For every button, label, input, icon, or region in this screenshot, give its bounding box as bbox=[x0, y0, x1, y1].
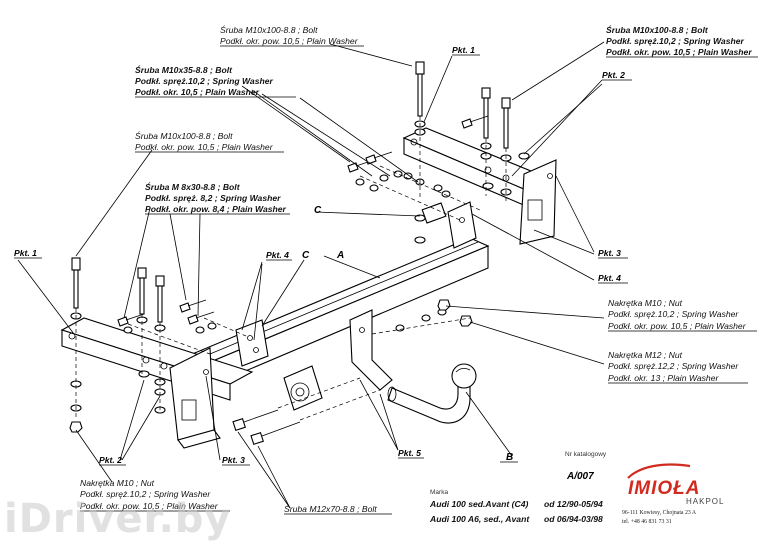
tag-pkt1-left: Pkt. 1 bbox=[14, 248, 37, 258]
vehicle-years: od 06/94-03/98 bbox=[544, 514, 603, 524]
label-center-left: Śruba M 8x30-8.8 ; Bolt Podkł. spręż. 8,… bbox=[145, 181, 290, 215]
tag-pkt3-bottom: Pkt. 3 bbox=[222, 455, 245, 465]
label-line: Podkł. okr. 10,5 ; Plain Washer bbox=[135, 87, 260, 97]
point-tags: Pkt. 1 Pkt. 2 Pkt. 1 Pkt. 3 Pkt. 4 Pkt. … bbox=[14, 45, 632, 466]
label-upper-left: Śruba M10x35-8.8 ; Bolt Podkł. spręż.10,… bbox=[135, 64, 296, 98]
tag-pkt3-right: Pkt. 3 bbox=[598, 248, 621, 258]
label-line: Nakrętka M10 ; Nut bbox=[608, 298, 683, 308]
brand-block: IMIOŁA HAKPOL 96-111 Kowiesy, Chojnata 2… bbox=[622, 463, 724, 525]
tag-b: B bbox=[506, 452, 513, 463]
ball-mount-bracket bbox=[349, 309, 393, 391]
label-line: Podkł. okr. pow. 10,5 ; Plain Washer bbox=[606, 47, 752, 57]
brand-sub: HAKPOL bbox=[686, 497, 724, 506]
vehicle-model: Audi 100 A6, sed., Avant bbox=[429, 514, 530, 524]
label-line: Śruba M 8x30-8.8 ; Bolt bbox=[145, 181, 241, 192]
brand-logo: IMIOŁA bbox=[628, 478, 701, 499]
brand-swoosh bbox=[627, 463, 691, 479]
label-top-center: Śruba M10x100-8.8 ; Bolt Podkł. okr. pow… bbox=[220, 24, 364, 47]
leader-lines bbox=[17, 41, 605, 509]
bolt-m12-bottom-1 bbox=[232, 409, 279, 431]
vehicle-years: od 12/90-05/94 bbox=[544, 499, 603, 509]
socket-plate bbox=[283, 365, 323, 411]
label-line: Podkł. spręż.12,2 ; Spring Washer bbox=[608, 361, 739, 371]
center-strap-left bbox=[235, 319, 269, 367]
label-line: Śruba M10x100-8.8 ; Bolt bbox=[606, 24, 709, 35]
label-line: Śruba M10x35-8.8 ; Bolt bbox=[135, 64, 233, 75]
tow-ball bbox=[451, 363, 477, 389]
label-line: Podkł. spręż.10,2 ; Spring Washer bbox=[135, 76, 274, 86]
label-line: Podkł. okr. pow. 10,5 ; Plain Washer bbox=[608, 321, 747, 331]
small-bolts-upper-left bbox=[117, 115, 489, 327]
title-block: Nr katalogowy A/007 Marka Audi 100 sed.A… bbox=[429, 451, 607, 524]
tag-a: A bbox=[336, 250, 344, 261]
right-side-bracket bbox=[402, 127, 557, 245]
tag-pkt5: Pkt. 5 bbox=[398, 448, 421, 458]
label-line: Nakrętka M10 ; Nut bbox=[80, 478, 155, 488]
tag-c-center: C bbox=[302, 250, 310, 261]
assembly-dashed-lines bbox=[75, 116, 507, 421]
bolt-m12-bottom-2 bbox=[250, 421, 301, 445]
tag-pkt1-top: Pkt. 1 bbox=[452, 45, 475, 55]
bolt-top-right-1 bbox=[481, 87, 491, 139]
tow-ball-neck bbox=[387, 381, 471, 424]
label-bottom-nut-m10: Nakrętka M10 ; Nut Podkł. spręż.10,2 ; S… bbox=[80, 478, 230, 512]
label-line: Podkł. okr. pow. 10,5 ; Plain Washer bbox=[220, 36, 359, 46]
washers-and-nuts bbox=[69, 120, 530, 433]
label-line: Śruba M10x100-8.8 ; Bolt bbox=[135, 130, 233, 141]
tag-pkt2-top: Pkt. 2 bbox=[602, 70, 625, 80]
label-line: Podkł. spręż.10,2 ; Spring Washer bbox=[606, 36, 745, 46]
catalog-number: A/007 bbox=[566, 471, 594, 482]
bolt-top-right-2 bbox=[501, 97, 511, 149]
label-line: Podkł. spręż.10,2 ; Spring Washer bbox=[608, 309, 739, 319]
label-mid-left: Śruba M10x100-8.8 ; Bolt Podkł. okr. pow… bbox=[135, 130, 284, 153]
left-side-bracket bbox=[60, 317, 254, 449]
bolt-left-2 bbox=[137, 267, 147, 315]
tag-pkt4-right: Pkt. 4 bbox=[598, 273, 621, 283]
bolt-top-center bbox=[415, 61, 425, 117]
label-right-nut-m12: Nakrętka M12 ; Nut Podkł. spręż.12,2 ; S… bbox=[608, 350, 748, 384]
label-line: Podkł. okr. 13 ; Plain Washer bbox=[608, 373, 719, 383]
label-right-nut-m10: Nakrętka M10 ; Nut Podkł. spręż.10,2 ; S… bbox=[608, 298, 757, 332]
label-line: Podkł. spręż.10,2 ; Spring Washer bbox=[80, 489, 211, 499]
label-line: Śruba M10x100-8.8 ; Bolt bbox=[220, 24, 318, 35]
label-line: Nakrętka M12 ; Nut bbox=[608, 350, 683, 360]
label-line: Podkł. okr. pow. 10,5 ; Plain Washer bbox=[80, 501, 219, 511]
bolt-left-3 bbox=[155, 275, 165, 323]
catalog-label: Nr katalogowy bbox=[565, 451, 607, 458]
center-strap-right bbox=[421, 201, 477, 249]
marka-label: Marka bbox=[430, 489, 448, 496]
vehicle-model: Audi 100 sed.Avant (C4) bbox=[429, 499, 529, 509]
label-line: Śruba M12x70-8.8 ; Bolt bbox=[284, 503, 377, 514]
label-top-right: Śruba M10x100-8.8 ; Bolt Podkł. spręż.10… bbox=[606, 24, 758, 58]
tag-pkt4-center: Pkt. 4 bbox=[266, 250, 289, 260]
tag-c-top: C bbox=[314, 205, 322, 216]
label-bottom-bolt-m12: Śruba M12x70-8.8 ; Bolt bbox=[284, 503, 392, 515]
label-line: Podkł. spręż. 8,2 ; Spring Washer bbox=[145, 193, 281, 203]
tag-pkt2-bottom: Pkt. 2 bbox=[99, 455, 122, 465]
brand-address: 96-111 Kowiesy, Chojnata 23 A bbox=[622, 510, 697, 516]
label-line: Podkł. okr. pow. 8,4 ; Plain Washer bbox=[145, 204, 287, 214]
watermark: iDriver.by bbox=[4, 496, 231, 542]
label-line: Podkł. okr. pow. 10,5 ; Plain Washer bbox=[135, 142, 274, 152]
bolt-left-vertical bbox=[71, 257, 81, 309]
brand-phone: tel. +48 46 831 73 31 bbox=[622, 519, 672, 525]
